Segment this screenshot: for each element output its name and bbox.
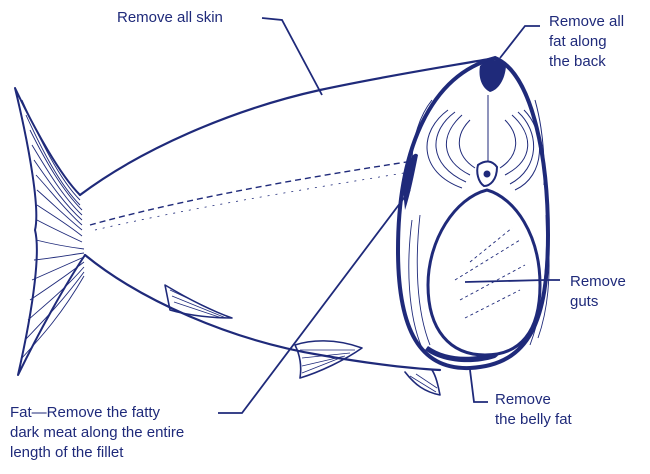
leader-dark-meat bbox=[218, 190, 410, 413]
cross-section bbox=[398, 58, 549, 368]
leader-skin bbox=[262, 18, 322, 95]
label-remove-back-fat: Remove all fat along the back bbox=[549, 12, 624, 72]
label-remove-guts: Remove guts bbox=[570, 272, 626, 312]
leader-belly-fat bbox=[470, 370, 488, 402]
anal-fin bbox=[405, 370, 440, 395]
leader-back-fat bbox=[500, 26, 540, 58]
label-remove-dark-meat: Fat—Remove the fatty dark meat along the… bbox=[10, 403, 184, 463]
label-remove-belly-fat: Remove the belly fat bbox=[495, 390, 572, 430]
tail-fin bbox=[15, 88, 85, 375]
pectoral-fin bbox=[165, 285, 232, 318]
label-remove-skin: Remove all skin bbox=[117, 8, 223, 28]
